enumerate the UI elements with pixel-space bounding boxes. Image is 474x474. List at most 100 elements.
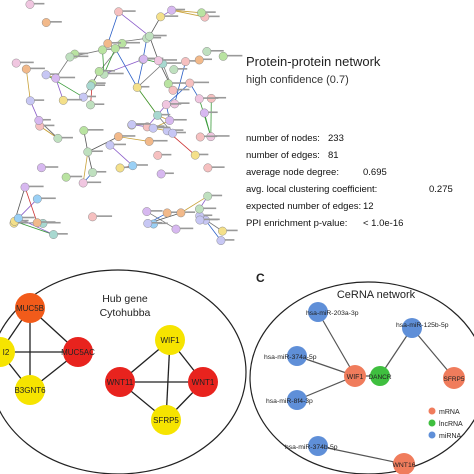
ppi-node	[168, 128, 177, 138]
ppi-node	[165, 116, 175, 125]
ppi-node-label-mark	[94, 84, 106, 87]
ppi-node-label-mark	[43, 124, 55, 127]
hub-title-line1: Hub gene	[102, 293, 148, 305]
ppi-node-label-mark	[34, 99, 45, 101]
ppi-node	[203, 163, 213, 173]
stat-row-expected-edges: expected number of edges: 12	[246, 201, 374, 212]
ppi-node	[37, 163, 46, 173]
ppi-node-label-mark	[173, 118, 187, 121]
ppi-edge	[180, 195, 208, 214]
hub-node-wif1: WIF1	[155, 325, 185, 355]
ppi-node	[176, 208, 186, 218]
ppi-node-label-mark	[78, 52, 89, 55]
ppi-node-label-mark	[153, 139, 168, 142]
ppi-node	[32, 218, 42, 228]
cerna-node-wif1: WIF1	[344, 365, 366, 387]
ppi-edge	[118, 136, 150, 142]
ppi-node	[195, 204, 204, 214]
svg-text:hsa-miR-374a-5p: hsa-miR-374a-5p	[264, 354, 317, 361]
ppi-edge	[82, 151, 89, 184]
ppi-node	[144, 137, 154, 146]
ppi-edge	[103, 48, 116, 75]
ppi-network-graph	[9, 0, 243, 246]
ppi-node	[161, 100, 171, 110]
ppi-node	[145, 31, 154, 41]
ppi-node	[114, 7, 124, 17]
ppi-node-label-mark	[178, 102, 190, 104]
ppi-edge	[107, 11, 119, 44]
ppi-node-label-mark	[226, 229, 238, 232]
svg-text:DANCR: DANCR	[368, 374, 391, 381]
ppi-edge	[109, 144, 133, 166]
panel-letter-c: C	[256, 271, 265, 285]
ppi-node-label-mark	[161, 153, 172, 156]
ppi-node-label-mark	[211, 194, 223, 197]
hub-node-muc5b: MUC5B	[15, 293, 45, 323]
cerna-node-mir8f4: hsa-miR-8f4-3p	[266, 390, 313, 410]
ppi-node-label-mark	[61, 136, 73, 139]
ppi-edge	[146, 211, 177, 230]
ppi-node-label-mark	[87, 181, 102, 184]
ppi-node-label-mark	[165, 172, 174, 175]
cerna-title: CeRNA network	[337, 289, 416, 301]
ppi-node	[194, 94, 204, 104]
ppi-node-label-mark	[113, 143, 126, 146]
ppi-node-label-mark	[203, 97, 219, 99]
ppi-node	[86, 100, 95, 110]
cerna-node-wnt16: WNT16	[392, 453, 416, 474]
ppi-node-label-mark	[171, 129, 184, 131]
ppi-node	[41, 18, 51, 27]
ppi-edge	[118, 11, 150, 37]
ppi-node-label-mark	[41, 221, 56, 223]
legend-item-mirna: miRNA	[428, 431, 461, 440]
hub-node-b3gnt6: B3GNT6	[14, 375, 46, 405]
stat-row-avg-degree: average node degree: 0.695	[246, 167, 387, 178]
cerna-node-mir125b: hsa-miR-125b-5p	[396, 318, 449, 338]
svg-text:hsa-miR-203a-3p: hsa-miR-203a-3p	[306, 310, 359, 317]
ppi-node-label-mark	[18, 219, 29, 222]
legend-item-lncrna: lncRNA	[428, 419, 463, 428]
ppi-node	[218, 226, 227, 236]
ppi-node	[142, 207, 152, 216]
stat-row-nodes: number of nodes: 233	[246, 133, 344, 144]
ppi-node	[49, 230, 58, 239]
ppi-node-label-mark	[87, 95, 97, 98]
ppi-node	[114, 132, 123, 142]
ppi-node	[32, 194, 42, 204]
cerna-node-mir374b: hsa-miR-374b-5p	[285, 436, 338, 456]
ppi-node	[115, 163, 125, 173]
ppi-node	[94, 67, 104, 76]
ppi-node	[58, 95, 68, 105]
svg-text:hsa-miR-374b-5p: hsa-miR-374b-5p	[285, 444, 338, 451]
ppi-node-label-mark	[151, 125, 165, 127]
ppi-node	[218, 51, 228, 61]
ppi-node-label-mark	[175, 8, 186, 11]
ppi-node-label-mark	[94, 103, 105, 106]
ppi-node-label-mark	[33, 2, 45, 5]
ppi-node-label-mark	[153, 34, 167, 37]
ppi-node	[194, 55, 204, 65]
svg-text:SFRP5: SFRP5	[444, 376, 465, 383]
ppi-node-label-mark	[157, 126, 171, 129]
ppi-node	[61, 172, 71, 182]
ppi-node-label-mark	[176, 131, 186, 134]
cerna-node-dancr: DANCR	[368, 366, 392, 386]
ppi-node-label-mark	[157, 222, 168, 225]
ppi-node	[139, 54, 148, 64]
ppi-node	[88, 212, 97, 222]
ppi-node-label-mark	[166, 62, 182, 64]
cerna-panel-ellipse	[249, 281, 474, 474]
ppi-node-label-mark	[203, 207, 217, 210]
ppi-node-label-mark	[184, 211, 196, 213]
hub-node-wnt11: WNT11	[105, 367, 135, 397]
svg-text:WIF1: WIF1	[160, 336, 180, 345]
ppi-node	[110, 44, 120, 53]
ppi-edge	[25, 69, 31, 101]
ppi-node	[34, 116, 44, 125]
ppi-node	[78, 178, 88, 188]
ppi-node	[148, 123, 158, 133]
ppi-node-label-mark	[91, 150, 103, 153]
ppi-node-label-mark	[203, 214, 213, 217]
svg-text:WNT11: WNT11	[107, 378, 134, 387]
